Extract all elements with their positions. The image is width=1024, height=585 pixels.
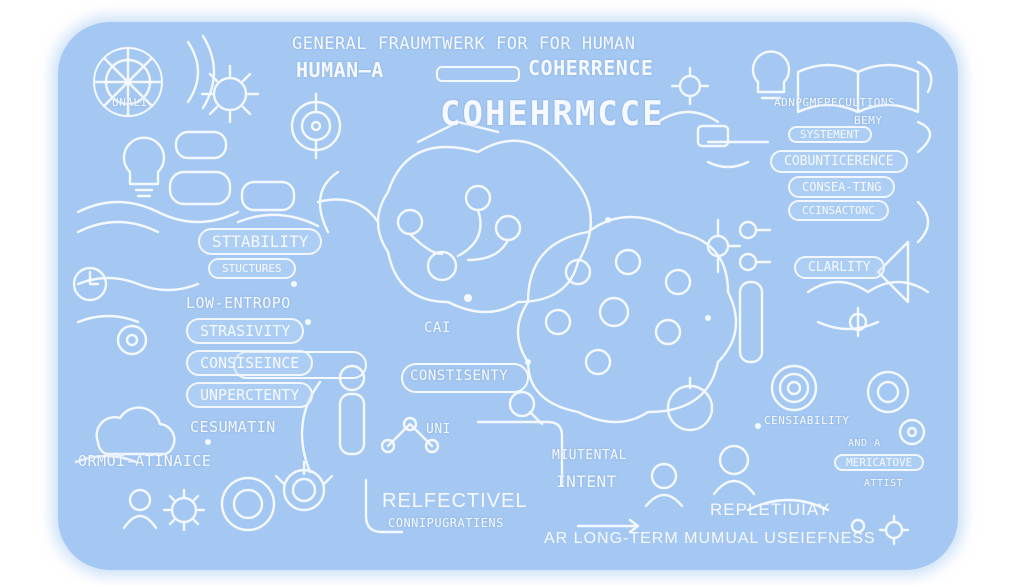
sun-icon [200,64,260,124]
network-icon [706,218,772,274]
cloud-icon [95,406,176,456]
sketch-artwork [72,34,933,546]
and-a-label: AND A [848,438,881,449]
structures-label: STUCTURES [208,258,296,279]
record-icon [866,370,910,414]
magnifier-icon [508,390,544,426]
ccinsacconc-label: CCINSACTONC [788,200,889,221]
systement-label: SYSTEMENT [788,126,872,143]
settings-icon [898,418,926,446]
configurations-label: CONNIPUGRATIENS [388,516,504,530]
gear-icon [162,488,206,532]
strasivity-label: STRASIVITY [186,318,305,344]
clock-icon [72,266,108,302]
stability-label: STTABILITY [198,228,323,255]
gear-icon [670,66,710,106]
fingerprint-icon [274,460,334,512]
target-icon [290,92,342,160]
header-line-2-left: HUMAN—A [296,58,384,82]
mericatove-label: MERICATOVE [834,454,925,471]
bottom-caption: AR LONG-TERM MUMUAL USEIEFNESS [544,530,876,547]
top-left-tag: UNALI [112,96,148,109]
infographic-board: GENERAL FRAUMTWERK FOR FOR HUMAN HUMAN—A… [58,22,958,570]
low-entropy-label: LOW-ENTROPO [186,294,291,312]
book-icon [796,63,920,114]
repletiuiay-label: REPLETIUIAY [710,500,831,519]
brain-icon [516,215,738,424]
reflective-label: RELFECTIVEL [382,490,528,512]
header-arrow [436,66,520,82]
unperctenty-label: UNPERCTENTY [186,382,314,408]
lightbulb-icon [751,50,791,100]
cai-label: CAI [424,320,451,336]
target-icon [116,324,148,356]
target-icon [666,376,714,432]
attist-label: ATTIST [864,478,904,489]
mutental-label: MIUTENTAL [552,448,627,463]
flower-icon [878,514,910,546]
uni-label: UNI [426,422,451,437]
consistenty-label: CONSTISENTY [410,368,509,384]
clarlity-label: CLARLITY [794,256,885,279]
intent-label: INTENT [556,472,617,491]
person-icon [122,488,158,530]
fan-icon [92,46,164,118]
conseating-label: CONSEA-TING [788,176,896,198]
cobunticerence-label: COBUNTICERENCE [770,150,908,173]
cesumatin-label: CESUMATIN [190,418,276,436]
person-icon [338,364,366,456]
person-icon [644,444,756,508]
consiseince-label: CONSISEINCE [186,350,314,376]
ormoi-label: ORMOI-ATINAICE [78,452,212,470]
adnp-label: ADNPGMEPECULTIONS [774,96,896,109]
header-line-1: GENERAL FRAUMTWERK FOR FOR HUMAN [292,34,636,54]
lightbulb-icon [122,136,166,198]
big-title: COHEHRMCCE [440,94,665,134]
header-line-2-right: COHERRENCE [528,56,654,80]
censiability-label: CENSIABILITY [764,414,850,427]
network-icon [380,416,440,454]
brain-icon [376,139,593,314]
record-icon [220,476,276,532]
bemy-label: BEMY [854,114,883,127]
fingerprint-icon [770,364,818,412]
